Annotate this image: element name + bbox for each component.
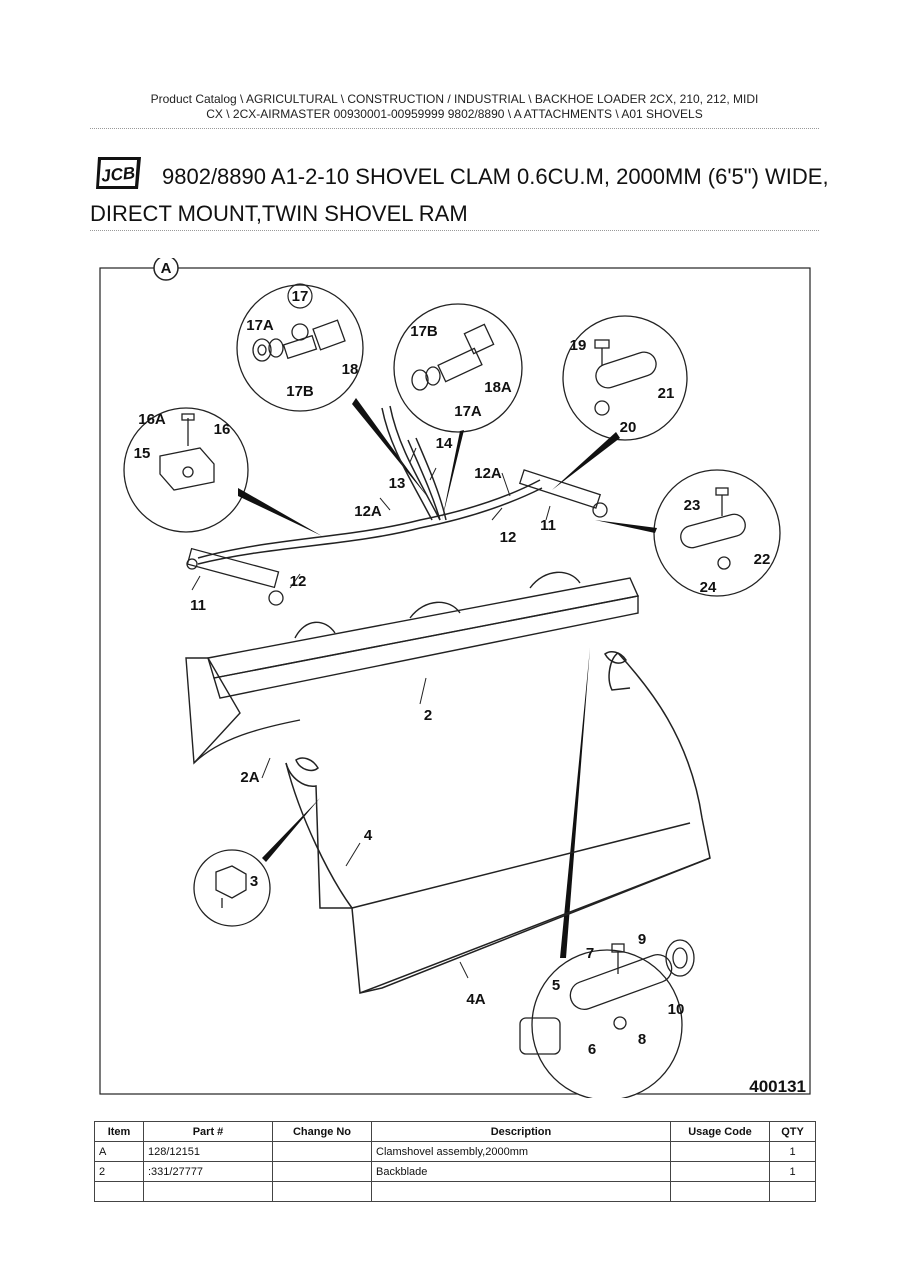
callout-16A: 16A	[138, 411, 166, 428]
callout-10: 10	[668, 1001, 685, 1018]
title-block: JCB 9802/8890 A1-2-10 SHOVEL CLAM 0.6CU.…	[90, 150, 830, 230]
callout-18: 18	[342, 361, 359, 378]
pointer-19	[552, 432, 620, 490]
callout-17B-right: 17B	[410, 323, 438, 340]
callout-12-right: 12	[500, 529, 517, 546]
breadcrumb-line-2[interactable]: CX \ 2CX-AIRMASTER 00930001-00959999 980…	[206, 107, 703, 121]
jcb-logo: JCB	[96, 157, 141, 189]
callout-6: 6	[588, 1041, 596, 1058]
header-change-no: Change No	[272, 1121, 372, 1142]
cell-description: Clamshovel assembly,2000mm	[371, 1141, 671, 1162]
callout-17B: 17B	[286, 383, 314, 400]
callout-8: 8	[638, 1031, 646, 1048]
exploded-view-drawing: A	[99, 258, 811, 1098]
breadcrumb-line-1[interactable]: Product Catalog \ AGRICULTURAL \ CONSTRU…	[150, 92, 759, 106]
detail-circle-3	[193, 849, 271, 927]
pointer-17	[352, 398, 430, 500]
callout-2: 2	[424, 707, 432, 724]
callout-14: 14	[436, 435, 453, 452]
cell-change-no	[272, 1141, 372, 1162]
header-description: Description	[371, 1121, 671, 1142]
header-divider	[90, 128, 819, 129]
callout-12A-left: 12A	[354, 503, 382, 520]
callout-9: 9	[638, 931, 646, 948]
callout-20: 20	[620, 419, 637, 436]
parts-diagram: A	[90, 258, 820, 1098]
parts-table: Item Part # Change No Description Usage …	[94, 1121, 816, 1202]
callout-7: 7	[586, 945, 594, 962]
callout-2A: 2A	[240, 769, 259, 786]
callout-24: 24	[700, 579, 717, 596]
cell-qty: 1	[769, 1141, 816, 1162]
detail-circle-7	[531, 949, 683, 1098]
callout-13: 13	[389, 475, 406, 492]
diagram-frame	[99, 267, 811, 1095]
table-header-row: Item Part # Change No Description Usage …	[94, 1121, 816, 1142]
callout-22: 22	[754, 551, 771, 568]
table-row-empty	[94, 1181, 816, 1202]
cell-item: A	[94, 1141, 144, 1162]
cell-item: 2	[94, 1161, 144, 1182]
pointer-17b	[442, 430, 464, 520]
callout-21: 21	[658, 385, 675, 402]
pointer-3	[262, 798, 320, 862]
cell-change-no	[272, 1161, 372, 1182]
detail-circle-16	[123, 407, 249, 533]
callout-11-left: 11	[190, 597, 206, 614]
callout-15: 15	[134, 445, 151, 462]
callout-17: 17	[292, 288, 309, 305]
figure-number: 400131	[749, 1077, 806, 1096]
callout-23: 23	[684, 497, 701, 514]
cell-description: Backblade	[371, 1161, 671, 1182]
cell-part[interactable]: :331/27777	[143, 1161, 273, 1182]
detail-circle-19	[562, 315, 688, 441]
table-row[interactable]: A 128/12151 Clamshovel assembly,2000mm 1	[94, 1141, 816, 1162]
header-part: Part #	[143, 1121, 273, 1142]
callout-5: 5	[552, 977, 560, 994]
detail-circle-17	[236, 284, 364, 412]
header-qty: QTY	[769, 1121, 816, 1142]
page-title: 9802/8890 A1-2-10 SHOVEL CLAM 0.6CU.M, 2…	[90, 164, 829, 226]
table-row[interactable]: 2 :331/27777 Backblade 1	[94, 1161, 816, 1182]
pointer-23	[595, 520, 657, 533]
callout-16: 16	[214, 421, 231, 438]
breadcrumb: Product Catalog \ AGRICULTURAL \ CONSTRU…	[40, 92, 869, 122]
title-divider	[90, 230, 819, 231]
jcb-logo-text: JCB	[100, 163, 136, 185]
header-usage-code: Usage Code	[670, 1121, 770, 1142]
callout-12-left: 12	[290, 573, 307, 590]
callout-17A: 17A	[246, 317, 274, 334]
cell-usage-code	[670, 1161, 770, 1182]
detail-circle-23	[653, 469, 781, 597]
cell-usage-code	[670, 1141, 770, 1162]
cell-qty: 1	[769, 1161, 816, 1182]
view-label-circle	[153, 258, 179, 281]
view-label: A	[161, 260, 172, 277]
callout-18A: 18A	[484, 379, 512, 396]
callout-11-right: 11	[540, 517, 556, 534]
callout-17A-right: 17A	[454, 403, 482, 420]
pointer-16	[238, 488, 322, 536]
cell-part[interactable]: 128/12151	[143, 1141, 273, 1162]
pointer-7	[560, 648, 590, 958]
callout-3: 3	[250, 873, 258, 890]
header-item: Item	[94, 1121, 144, 1142]
callout-19: 19	[570, 337, 587, 354]
callout-12A-right: 12A	[474, 465, 502, 482]
callout-4A: 4A	[466, 991, 485, 1008]
callout-4: 4	[364, 827, 373, 844]
